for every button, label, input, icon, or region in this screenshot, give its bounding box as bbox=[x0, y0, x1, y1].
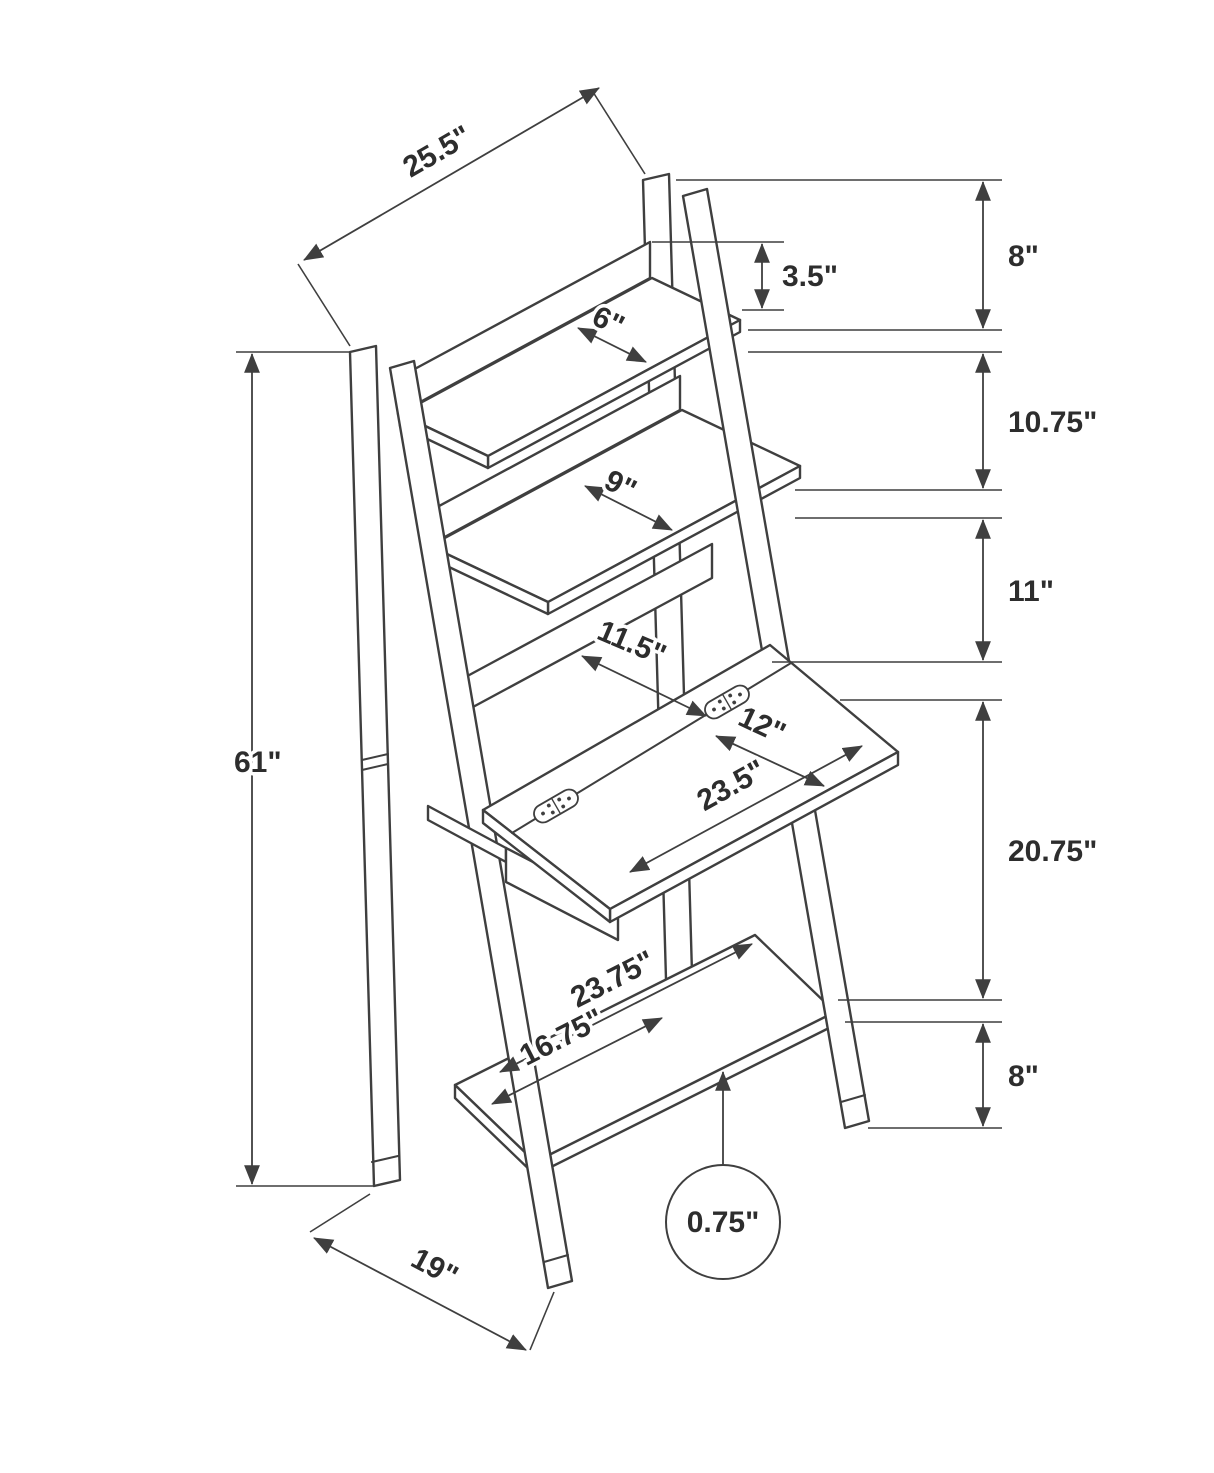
dim-label-second-gap-height: 10.75" bbox=[1008, 406, 1097, 439]
dim-label-panel-thickness: 0.75" bbox=[687, 1206, 760, 1239]
dim-line-base-depth bbox=[313, 1237, 527, 1351]
dim-line-top-width bbox=[303, 87, 600, 261]
dim-line-top-shelf-depth bbox=[577, 327, 647, 363]
dim-label-back-panel-height: 3.5" bbox=[782, 260, 838, 293]
dim-label-top-width: 25.5" bbox=[398, 119, 477, 184]
dim-label-desk-gap-height: 20.75" bbox=[1008, 835, 1097, 868]
rear-post-left-joint bbox=[361, 753, 389, 761]
rear-post-left-joint2 bbox=[361, 763, 389, 771]
desk-left-edge bbox=[481, 808, 612, 924]
dim-line-bottom-shelf-inner bbox=[491, 1017, 663, 1105]
dimension-lines bbox=[244, 87, 991, 1351]
front-leg-left-foot bbox=[543, 1254, 569, 1263]
front-leg-right-foot bbox=[840, 1094, 866, 1103]
dim-label-bottom-section-height: 8" bbox=[1008, 1060, 1039, 1093]
thickness-callout-circle bbox=[665, 1164, 781, 1280]
dim-label-base-depth: 19" bbox=[406, 1242, 464, 1293]
dim-line-desk-back bbox=[581, 655, 707, 717]
dim-label-top-section-height: 8" bbox=[1008, 240, 1039, 273]
ladder-desk-drawing bbox=[348, 172, 900, 1290]
dim-line-desk-depth bbox=[629, 745, 863, 873]
hinge-icon bbox=[533, 788, 579, 824]
dim-label-third-gap-height: 11" bbox=[1008, 575, 1054, 608]
dim-line-middle-shelf-depth bbox=[584, 485, 673, 531]
dim-label-overall-height: 61" bbox=[234, 746, 282, 779]
extension-lines bbox=[236, 91, 1002, 1351]
rear-post-left-foot bbox=[371, 1155, 399, 1163]
